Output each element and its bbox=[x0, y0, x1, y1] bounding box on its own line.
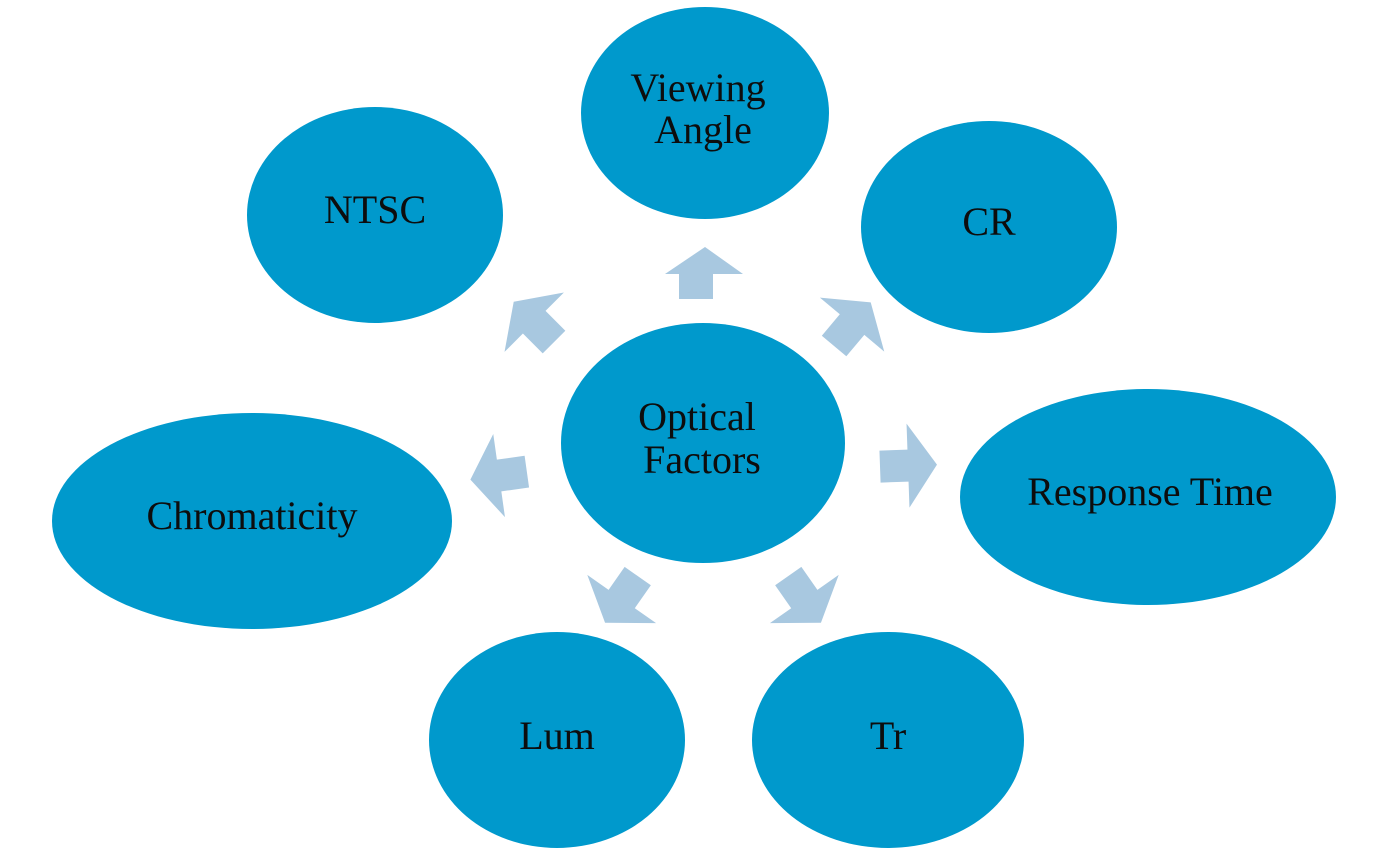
node-lum-label: Lum bbox=[519, 713, 595, 758]
node-center-ellipse bbox=[561, 323, 845, 563]
arrow-to-lum bbox=[587, 566, 657, 624]
arrow-to-ntsc bbox=[504, 292, 566, 354]
arrow-to-tr bbox=[769, 566, 839, 624]
node-response-time-ellipse bbox=[960, 389, 1336, 605]
node-viewing-angle-line2: Angle bbox=[654, 107, 752, 152]
node-ntsc: NTSC bbox=[247, 107, 503, 323]
arrow-to-response-time bbox=[879, 423, 937, 508]
node-ntsc-ellipse bbox=[247, 107, 503, 323]
node-viewing-angle: Viewing Angle bbox=[581, 7, 829, 219]
node-response-time-label: Response Time bbox=[1027, 469, 1273, 514]
node-tr-label: Tr bbox=[870, 713, 906, 758]
node-tr-ellipse bbox=[752, 632, 1024, 848]
node-center-label: Optical Factors bbox=[638, 394, 766, 482]
node-chromaticity: Chromaticity bbox=[52, 413, 452, 629]
arrow-to-viewing-angle bbox=[665, 247, 743, 299]
arrows bbox=[470, 247, 937, 624]
node-center-line1: Optical bbox=[638, 394, 756, 439]
node-cr-label: CR bbox=[962, 199, 1016, 244]
arrow-to-chromaticity bbox=[470, 433, 530, 518]
node-lum: Lum bbox=[429, 632, 685, 848]
node-viewing-angle-label: Viewing Angle bbox=[630, 65, 775, 152]
node-center-line2: Factors bbox=[643, 437, 761, 482]
node-chromaticity-label: Chromaticity bbox=[146, 493, 357, 538]
node-tr: Tr bbox=[752, 632, 1024, 848]
node-response-time: Response Time bbox=[960, 389, 1336, 605]
node-cr: CR bbox=[861, 121, 1117, 333]
node-viewing-angle-ellipse bbox=[581, 7, 829, 219]
node-viewing-angle-line1: Viewing bbox=[630, 65, 765, 110]
node-chromaticity-ellipse bbox=[52, 413, 452, 629]
node-cr-ellipse bbox=[861, 121, 1117, 333]
node-center: Optical Factors bbox=[561, 323, 845, 563]
node-lum-ellipse bbox=[429, 632, 685, 848]
arrow-to-cr bbox=[819, 297, 885, 357]
node-ntsc-label: NTSC bbox=[324, 187, 426, 232]
